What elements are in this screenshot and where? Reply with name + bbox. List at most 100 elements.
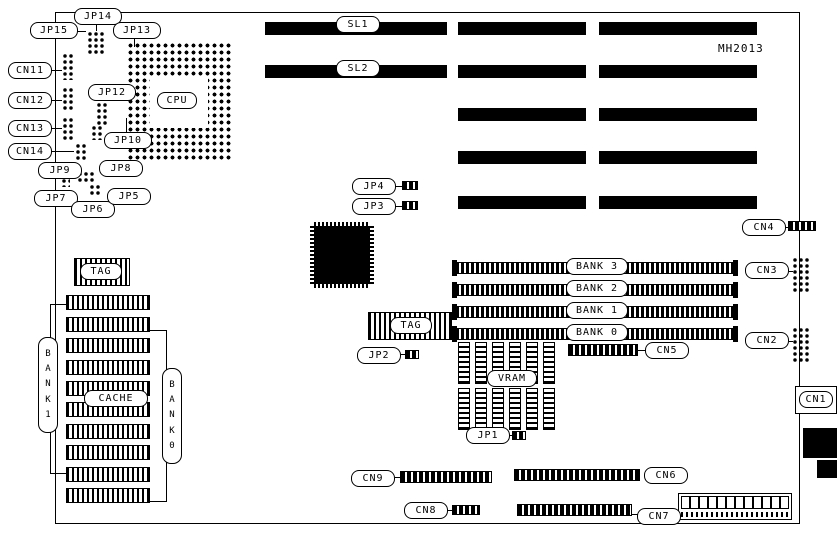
vram-chip (492, 388, 504, 430)
label-cn4: CN4 (742, 219, 786, 236)
label-cache: CACHE (84, 390, 148, 407)
label-bank0-vertical: B A N K 0 (162, 368, 182, 464)
label-jp3: JP3 (352, 198, 396, 215)
simm-endcap (733, 260, 738, 276)
label-cn8: CN8 (404, 502, 448, 519)
label-jp2: JP2 (357, 347, 401, 364)
cache-chip-row (66, 424, 150, 439)
label-jp9: JP9 (38, 162, 82, 179)
leader-cn14 (52, 151, 74, 152)
simm-endcap (733, 282, 738, 298)
label-vram: VRAM (487, 370, 537, 387)
label-cn1: CN1 (799, 391, 833, 408)
label-cn2: CN2 (745, 332, 789, 349)
jumper-jp7-pins (60, 177, 70, 187)
simm-endcap (733, 326, 738, 342)
label-bank3: BANK 3 (566, 258, 628, 275)
cache-chip-row (66, 338, 150, 353)
label-bank1-vertical: B A N K 1 (38, 337, 58, 433)
qfp-pins-right (370, 226, 374, 284)
jumper-jp10-pins (90, 124, 102, 140)
vram-chip (458, 388, 470, 430)
isa-slot-row2-right (599, 65, 757, 78)
label-cn6: CN6 (644, 467, 688, 484)
cache-chip-row (66, 295, 150, 310)
qfp-pins-top (314, 222, 370, 226)
power-connector (678, 493, 792, 520)
label-jp12: JP12 (88, 84, 136, 101)
isa-slot-row2-mid (458, 65, 586, 78)
vram-chip (458, 342, 470, 384)
label-cn13: CN13 (8, 120, 52, 137)
leader-cn9 (395, 477, 401, 478)
isa-slot-row5-right (599, 196, 757, 209)
simm-endcap (452, 260, 457, 276)
label-jp4: JP4 (352, 178, 396, 195)
leader-cn12 (52, 100, 62, 101)
bracket-bank0-bottom (150, 501, 167, 502)
vram-chip (475, 342, 487, 384)
label-bank1: BANK 1 (566, 302, 628, 319)
vram-chip (543, 342, 555, 384)
jumper-jp12-pins (95, 101, 107, 127)
connector-cn5-header (568, 344, 638, 356)
isa-slot-row3-right (599, 108, 757, 121)
cache-chip-row (66, 317, 150, 332)
label-cn3: CN3 (745, 262, 789, 279)
isa-slot-row5-mid (458, 196, 586, 209)
label-tag-left: TAG (80, 263, 122, 280)
qfp-pins-left (310, 226, 314, 284)
isa-slot-row4-right (599, 151, 757, 164)
label-jp14: JP14 (74, 8, 122, 25)
label-sl1: SL1 (336, 16, 380, 33)
label-cn9: CN9 (351, 470, 395, 487)
connector-cn7-header (517, 504, 632, 516)
connector-cn8-pins (452, 505, 480, 515)
connector-cn13-pins (61, 116, 74, 140)
label-bank0: BANK 0 (566, 324, 628, 341)
cache-chip-row (66, 488, 150, 503)
leader-jp2 (401, 354, 406, 355)
label-cn5: CN5 (645, 342, 689, 359)
keyboard-connector-body (803, 428, 837, 458)
isa-slot-row1-right (599, 22, 757, 35)
cache-chip-row (66, 445, 150, 460)
leader-cn8 (448, 510, 453, 511)
label-jp5: JP5 (107, 188, 151, 205)
qfp-pins-bottom (314, 284, 370, 288)
connector-cn11-pins (61, 52, 74, 80)
vram-chip (509, 388, 521, 430)
connector-cn12-pins (61, 86, 74, 112)
bracket-bank1-bottom (50, 473, 66, 474)
vram-chip (475, 388, 487, 430)
label-bank2: BANK 2 (566, 280, 628, 297)
isa-slot-row4-mid (458, 151, 586, 164)
cache-chip-row (66, 467, 150, 482)
label-sl2: SL2 (336, 60, 380, 77)
connector-cn3-pingrid (791, 256, 810, 292)
isa-slot-row1-mid (458, 22, 586, 35)
bracket-bank1-top (50, 304, 66, 305)
label-cn12: CN12 (8, 92, 52, 109)
jumper-jp6-jp5-pins (88, 183, 102, 195)
leader-cn11 (52, 70, 62, 71)
qfp-chip-body (314, 226, 370, 284)
leader-cn5 (638, 350, 645, 351)
jumper-jp3-pins (402, 201, 418, 210)
keyboard-connector-base (817, 460, 837, 478)
label-jp7: JP7 (34, 190, 78, 207)
cache-chip-row (66, 360, 150, 375)
label-cpu: CPU (157, 92, 197, 109)
connector-cn6-header (514, 469, 640, 481)
jumper-jp1-pins (512, 431, 526, 440)
jumper-jp14-pins (86, 30, 104, 56)
power-connector-pins (681, 512, 789, 517)
connector-cn2-pingrid (791, 326, 810, 362)
label-jp6: JP6 (71, 201, 115, 218)
label-jp8: JP8 (99, 160, 143, 177)
vram-chip (526, 388, 538, 430)
simm-endcap (733, 304, 738, 320)
simm-endcap (452, 282, 457, 298)
leader-cn7 (632, 514, 638, 515)
